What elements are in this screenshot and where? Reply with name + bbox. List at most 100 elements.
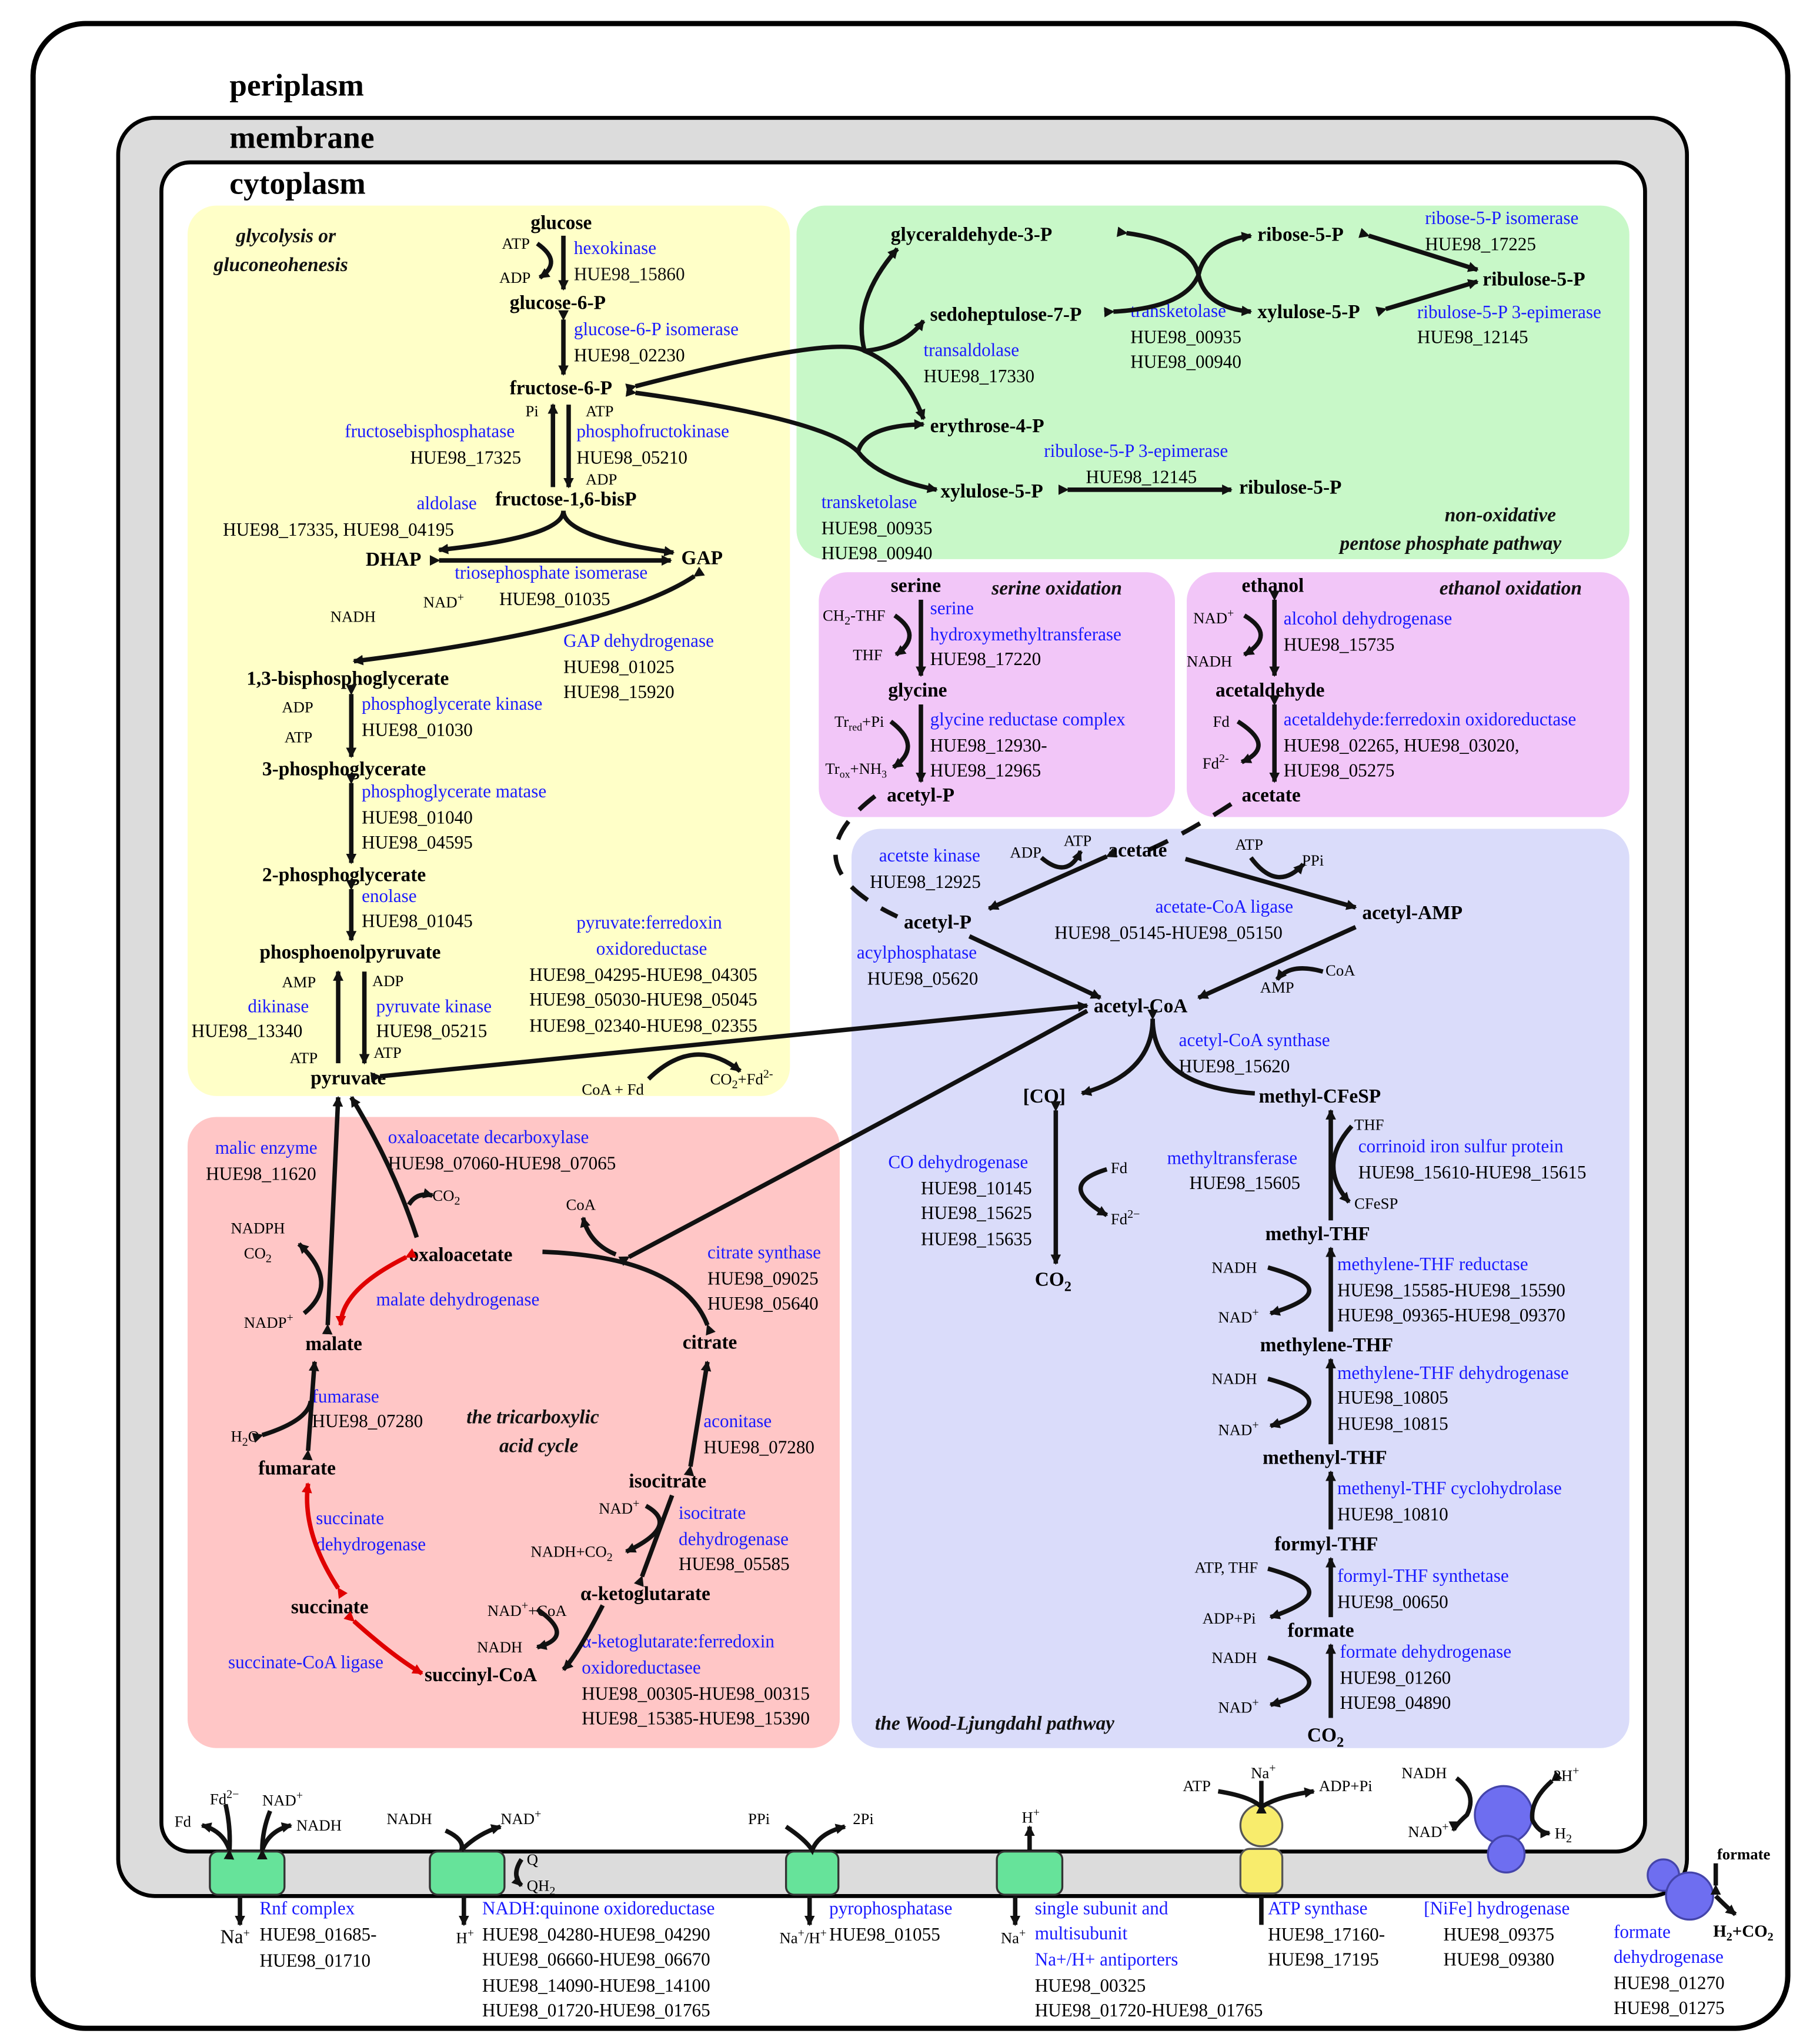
enzyme-shmt-2: hydroxymethyltransferase (930, 624, 1121, 644)
arrow-oxa-pyruvate (349, 1096, 419, 1238)
cofactor-rnf-fd2: Fd2− (210, 1788, 239, 1808)
cofactor-co2-2: CO2 (244, 1244, 272, 1265)
gene-acs-ligase: HUE98_05145-HUE98_05150 (1054, 923, 1283, 943)
cofactor-thf-1: THF (853, 646, 882, 663)
cofactor-atp-6: ATP (1064, 831, 1092, 849)
hydrogenase-small (1487, 1835, 1526, 1873)
cofactor-atp-2: ATP (586, 402, 614, 420)
arrow-citrate-oxa (542, 1250, 716, 1336)
cofactor-coa-1: CoA (1325, 961, 1355, 979)
metabolite-ru5p: ribulose-5-P (1483, 268, 1585, 290)
membrane-atps: ATP synthase (1268, 1898, 1367, 1919)
gene-atps-1: HUE98_17160- (1268, 1924, 1385, 1945)
cofactor-nuo-q: Q (527, 1851, 538, 1868)
arrow-isocitrate-citrate (683, 1360, 712, 1477)
enzyme-gapdh: GAP dehydrogenase (563, 630, 714, 651)
metabolite-glucose: glucose (530, 212, 592, 234)
gene-mthfr-2: HUE98_09365-HUE98_09370 (1337, 1305, 1565, 1325)
gene-transketolase-2a: HUE98_00935 (822, 518, 933, 539)
arrow-rnf-nadh (260, 1822, 293, 1851)
enzyme-mdh: malate dehydrogenase (376, 1289, 540, 1310)
cofactor-anti-na: Na+ (1001, 1926, 1026, 1946)
cofactor-adp-4: ADP (372, 972, 403, 990)
enzyme-pk: pyruvate kinase (376, 996, 492, 1016)
metabolite-fructose-6-p: fructose-6-P (510, 377, 612, 399)
gene-nuo-4: HUE98_01720-HUE98_01765 (482, 2000, 710, 2020)
gene-icd: HUE98_05585 (679, 1554, 790, 1574)
gene-pfk: HUE98_05210 (576, 447, 687, 467)
gene-mthfr-1: HUE98_15585-HUE98_15590 (1337, 1280, 1565, 1301)
enzyme-rpe-2: ribulose-5-P 3-epimerase (1044, 440, 1228, 461)
arrow-pfor-cofactors (647, 1052, 742, 1081)
arrow-fum-h2o (252, 1400, 313, 1443)
cofactor-anti-h: H+ (1021, 1806, 1040, 1826)
cofactor-nuo-h: H+ (456, 1926, 474, 1946)
fdh-large (1665, 1871, 1714, 1921)
gene-pk: HUE98_05215 (376, 1021, 488, 1041)
cofactor-ch2thf: CH2-THF (823, 606, 886, 627)
arrow-akg-succoa (562, 1604, 605, 1671)
cofactor-nadph: NADPH (231, 1220, 285, 1237)
gene-nuo-2: HUE98_06660-HUE98_06670 (482, 1949, 710, 1969)
arrow-ppp-s7p (864, 319, 926, 353)
enzyme-ack: acetste kinase (879, 845, 980, 866)
cofactor-hyd-h2: H2 (1555, 1824, 1572, 1845)
arrow-shmt-cofactor (893, 613, 912, 657)
enzyme-pgk: phosphoglycerate kinase (362, 693, 542, 714)
arrow-me-cofactor (297, 1242, 324, 1315)
metabolite-isocitrate: isocitrate (629, 1471, 706, 1492)
cofactor-ppa-ppi: PPi (748, 1810, 770, 1828)
metabolite-13bpg: 1,3-bisphosphoglycerate (246, 668, 449, 690)
arrow-hyd-nadh (1448, 1776, 1473, 1832)
metabolite-glucose-6-p: glucose-6-P (510, 292, 606, 314)
gene-transketolase-2: HUE98_00940 (1130, 352, 1241, 372)
arrow-hyd-h2 (1530, 1771, 1562, 1839)
arrow-nuo-nad (459, 1824, 502, 1852)
enzyme-mtr: methyltransferase (1167, 1148, 1297, 1168)
cofactor-ppa-2pi: 2Pi (853, 1810, 874, 1828)
gene-antiporter-2: HUE98_01720-HUE98_01765 (1035, 2000, 1263, 2020)
gene-rpe: HUE98_12145 (1417, 326, 1528, 347)
cofactor-amp: AMP (282, 973, 316, 991)
arrow-atp-adp-hk (536, 242, 553, 280)
arrow-akg-isocitrate (633, 1494, 675, 1587)
arrow-adh-cofactor (1243, 613, 1263, 657)
cofactor-adp-pi-1: ADP+Pi (1203, 1609, 1256, 1627)
arrow-cs-coa (580, 1216, 617, 1257)
metabolite-methenylthf: methenyl-THF (1263, 1447, 1387, 1469)
cofactor-pi: Pi (526, 402, 539, 420)
metabolite-serine: serine (891, 575, 941, 597)
metabolite-acetylp: acetyl-P (904, 911, 971, 933)
enzyme-transketolase: transketolase (1130, 300, 1226, 321)
arrow-acetylp-acetylcoa (968, 934, 1102, 1000)
cofactor-hyd-nadh: NADH (1401, 1764, 1447, 1782)
dashed-acetate-link (1138, 802, 1233, 856)
cofactor-trred: Trred+Pi (834, 713, 884, 733)
gene-aldolase: HUE98_17335, HUE98_04195 (223, 519, 454, 540)
metabolite-acetaldehyde: acetaldehyde (1216, 680, 1324, 702)
cofactor-fd2-1: Fd2- (1203, 752, 1229, 772)
gene-codh-2: HUE98_15625 (921, 1203, 1032, 1223)
cofactor-nadh-3: NADH (1211, 1258, 1257, 1276)
enzyme-mthfd: methylene-THF dehydrogenase (1337, 1362, 1569, 1383)
arrow-fths-atp (1267, 1567, 1311, 1619)
membrane-fdh-2: dehydrogenase (1614, 1946, 1724, 1967)
enzyme-acsb: acetyl-CoA synthase (1179, 1030, 1330, 1050)
gene-fbpase: HUE98_17325 (410, 447, 522, 467)
atp-synthase-head (1239, 1803, 1284, 1848)
enzyme-fths: formyl-THF synthetase (1337, 1565, 1509, 1586)
arrow-mthfd-nadh (1267, 1377, 1311, 1428)
enzyme-acs-ligase: acetate-CoA ligase (1156, 896, 1293, 917)
enzyme-pgm: phosphoglycerate matase (362, 781, 546, 801)
arrow-malate-pyruvate (322, 1096, 343, 1335)
cofactor-ppi-1: PPi (1302, 851, 1324, 869)
arrow-ppa (784, 1823, 847, 1855)
gene-aor-1: HUE98_02265, HUE98_03020, (1284, 735, 1520, 756)
arrow-x5p-ru5p (1375, 279, 1479, 317)
gene-atps-2: HUE98_17195 (1268, 1949, 1379, 1969)
rnf-complex-shape (209, 1850, 286, 1896)
enzyme-tpi: triosephosphate isomerase (455, 562, 647, 583)
gene-pgk: HUE98_01030 (362, 719, 473, 740)
arrow-tkt-2 (1104, 232, 1253, 318)
